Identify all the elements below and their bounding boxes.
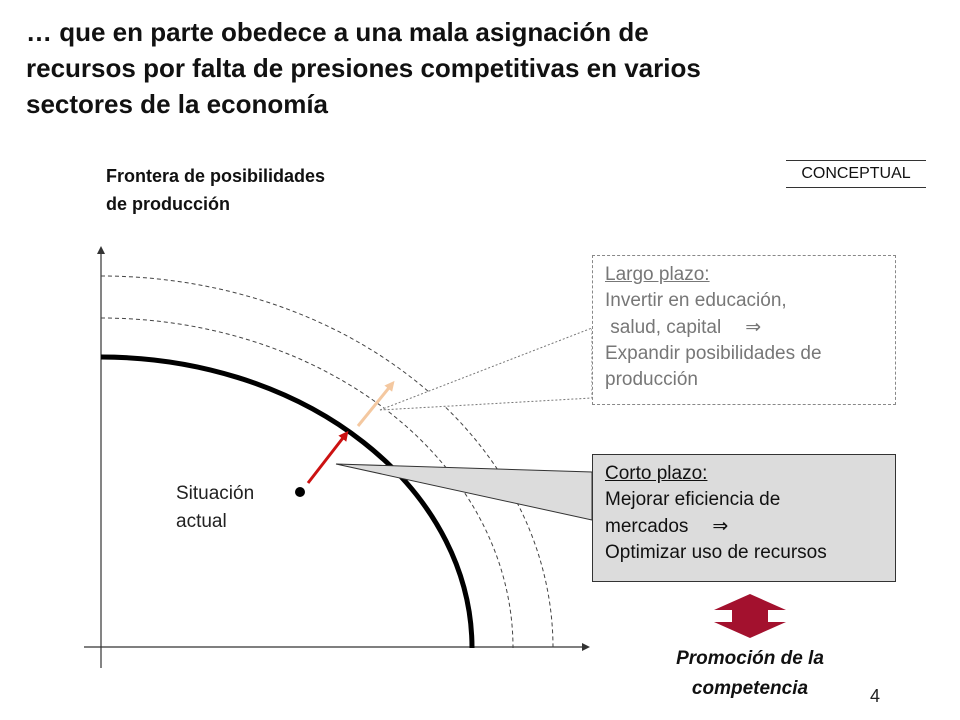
implies-icon: ⇒ bbox=[712, 515, 729, 537]
diagram-subtitle-line-1: Frontera de posibilidades bbox=[106, 166, 326, 186]
corto-plazo-line-2-text: mercados bbox=[605, 516, 689, 537]
largo-plazo-line-3: Expandir posibilidades de bbox=[605, 343, 822, 364]
short-term-arrow bbox=[306, 430, 349, 484]
largo-plazo-callout-wedge bbox=[379, 327, 593, 411]
corto-plazo-heading: Corto plazo: bbox=[605, 463, 708, 484]
largo-plazo-line-4: producción bbox=[605, 369, 698, 390]
promocion-label: Promoción de la competencia bbox=[640, 644, 860, 704]
largo-plazo-line-2-text: salud, capital bbox=[605, 317, 722, 338]
promocion-line-1: Promoción de la bbox=[676, 648, 824, 669]
corto-plazo-line-2: mercados ⇒ bbox=[605, 513, 895, 540]
corto-plazo-line-3: Optimizar uso de recursos bbox=[605, 542, 827, 563]
slide-title: … que en parte obedece a una mala asigna… bbox=[26, 14, 926, 122]
conceptual-tag: CONCEPTUAL bbox=[786, 160, 926, 188]
situacion-line-1: Situación bbox=[176, 483, 255, 504]
corto-plazo-callout-wedge bbox=[335, 463, 593, 521]
page-number: 4 bbox=[870, 686, 881, 706]
middle-frontier-dashed bbox=[100, 317, 514, 649]
slide-title-line-1: … que en parte obedece a una mala asigna… bbox=[26, 17, 649, 47]
current-situation-point bbox=[295, 487, 305, 497]
outer-frontier-dashed bbox=[100, 275, 554, 649]
situacion-line-2: actual bbox=[176, 511, 227, 532]
diagram-subtitle: Frontera de posibilidades de producción bbox=[106, 162, 325, 218]
largo-plazo-line-2: salud, capital ⇒ bbox=[605, 314, 895, 341]
corto-plazo-box: Corto plazo: Mejorar eficiencia de merca… bbox=[592, 454, 896, 582]
current-frontier bbox=[100, 354, 475, 649]
slide-title-line-2: recursos por falta de presiones competit… bbox=[26, 53, 701, 83]
promocion-double-arrow bbox=[714, 594, 786, 638]
corto-plazo-line-1: Mejorar eficiencia de bbox=[605, 489, 781, 510]
largo-plazo-heading: Largo plazo: bbox=[605, 264, 710, 285]
situacion-actual-label: Situación actual bbox=[176, 480, 254, 536]
promocion-line-2: competencia bbox=[691, 678, 809, 699]
largo-plazo-line-1: Invertir en educación, bbox=[605, 290, 787, 311]
implies-icon: ⇒ bbox=[745, 316, 762, 338]
long-term-arrow bbox=[356, 380, 395, 427]
slide-title-line-3: sectores de la economía bbox=[26, 89, 329, 119]
largo-plazo-box: Largo plazo: Invertir en educación, salu… bbox=[592, 255, 896, 405]
diagram-subtitle-line-2: de producción bbox=[106, 194, 231, 214]
